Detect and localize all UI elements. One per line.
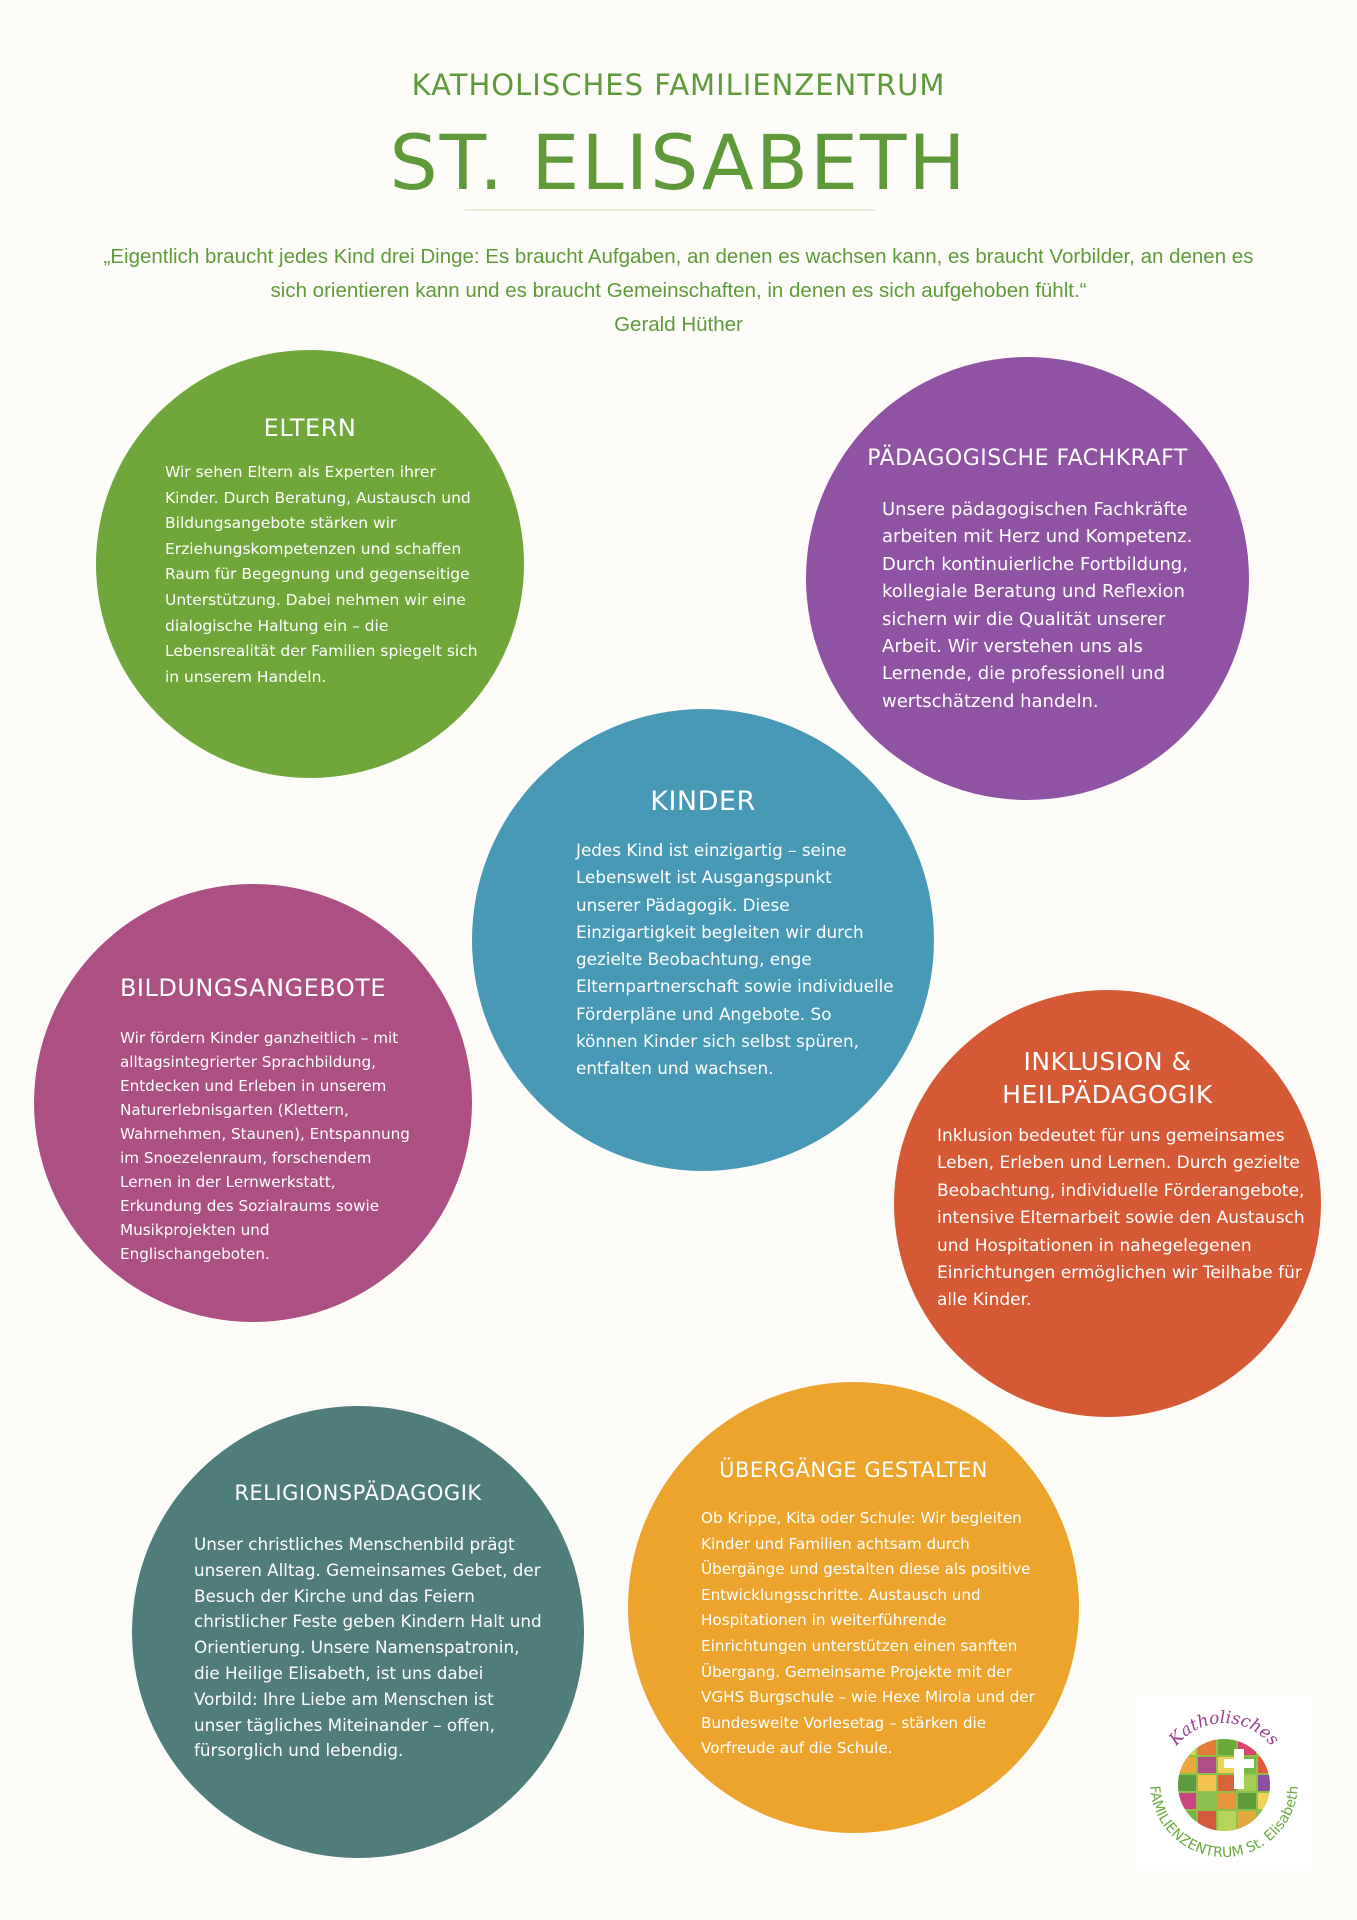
- circle-eltern: ELTERN Wir sehen Eltern als Experten ihr…: [96, 350, 524, 778]
- title-divider: [465, 209, 875, 211]
- circle-fachkraft-title: PÄDAGOGISCHE FACHKRAFT: [867, 446, 1188, 471]
- circle-kinder-text: Jedes Kind ist einzigartig – seine Leben…: [576, 840, 894, 1079]
- circle-uebergaenge: ÜBERGÄNGE GESTALTEN Ob Krippe, Kita oder…: [628, 1382, 1079, 1833]
- circle-kinder-title: KINDER: [650, 786, 756, 817]
- circle-bildungsangebote: BILDUNGSANGEBOTE Wir fördern Kinder ganz…: [34, 884, 472, 1322]
- header-subtitle: KATHOLISCHES FAMILIENZENTRUM: [411, 68, 946, 102]
- circle-religionspaedagogik: RELIGIONSPÄDAGOGIK Unser christliches Me…: [132, 1406, 584, 1858]
- circle-inklusion-title-text: INKLUSION & HEILPÄDAGOGIK: [1002, 1047, 1213, 1109]
- circle-uebergaenge-text: Ob Krippe, Kita oder Schule: Wir begleit…: [701, 1509, 1035, 1758]
- circle-eltern-title: ELTERN: [263, 414, 357, 442]
- circle-religionspaedagogik-text: Unser christliches Menschenbild prägt un…: [194, 1534, 542, 1761]
- circle-fachkraft-text: Unsere pädagogischen Fachkräfte arbeiten…: [882, 499, 1193, 712]
- cross-icon: [1224, 1749, 1254, 1789]
- circle-bildungsangebote-title: BILDUNGSANGEBOTE: [119, 974, 387, 1002]
- circle-uebergaenge-title: ÜBERGÄNGE GESTALTEN: [719, 1458, 988, 1482]
- quote-text: „Eigentlich braucht jedes Kind drei Ding…: [103, 245, 1254, 302]
- familienzentrum-logo: Katholisches FAMILIENZENTRUM St. Elisabe…: [1136, 1695, 1312, 1871]
- circle-inklusion-text: Inklusion bedeutet für uns gemeinsames L…: [937, 1126, 1305, 1311]
- circle-inklusion-title: INKLUSION & HEILPÄDAGOGIK: [894, 1045, 1321, 1111]
- page-title: ST. ELISABETH: [389, 118, 968, 207]
- circle-kinder: KINDER Jedes Kind ist einzigartig – sein…: [472, 709, 934, 1171]
- circle-religionspaedagogik-title: RELIGIONSPÄDAGOGIK: [234, 1481, 482, 1505]
- circle-eltern-text: Wir sehen Eltern als Experten ihrer Kind…: [165, 463, 478, 686]
- quote-author: Gerald Hüther: [614, 313, 743, 336]
- circle-bildungsangebote-text: Wir fördern Kinder ganzheitlich – mit al…: [120, 1029, 410, 1263]
- quote-block: „Eigentlich braucht jedes Kind drei Ding…: [90, 240, 1267, 342]
- circle-inklusion: INKLUSION & HEILPÄDAGOGIK Inklusion bede…: [894, 990, 1321, 1417]
- circle-fachkraft: PÄDAGOGISCHE FACHKRAFT Unsere pädagogisc…: [806, 357, 1249, 800]
